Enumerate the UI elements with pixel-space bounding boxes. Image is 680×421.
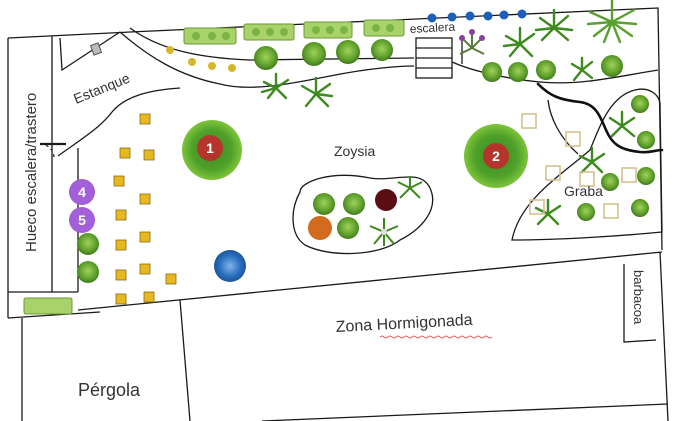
bottom-left-planter	[23, 297, 73, 315]
left-path-stones	[113, 113, 177, 305]
marker-5-label: 5	[78, 212, 86, 228]
gravel-edge-line	[536, 82, 664, 154]
spellcheck-underline	[379, 335, 493, 339]
marker-1: 1	[197, 135, 223, 161]
gravel-stepping-stones	[521, 113, 637, 219]
estanque-box	[89, 42, 103, 56]
left-border-shrubs	[77, 233, 99, 283]
top-planter-strip	[183, 19, 405, 45]
bed-curves	[57, 27, 663, 255]
spiky-plants	[260, 0, 638, 226]
marker-1-label: 1	[206, 140, 214, 156]
marker-2: 2	[483, 143, 509, 169]
top-bed-shrubs	[254, 39, 623, 82]
yellow-flower-row	[166, 46, 236, 72]
label-graba: Graba	[564, 183, 603, 199]
label-zona-hormigonada: Zona Hormigonada	[335, 312, 473, 336]
marker-1-disc	[197, 135, 223, 161]
label-escalera: escalera	[409, 20, 455, 36]
blue-hydrangea	[214, 250, 246, 282]
label-pergola: Pérgola	[78, 380, 141, 400]
marker-2-label: 2	[492, 148, 500, 164]
marker-4-disc	[69, 179, 95, 205]
marker-5: 5	[69, 207, 95, 233]
marker-2-disc	[483, 143, 509, 169]
plan-outline	[7, 7, 669, 421]
label-barbacoa: barbacoa	[631, 270, 646, 325]
label-estanque: Estanque	[71, 70, 132, 107]
purple-shrub	[459, 29, 485, 55]
blue-pot-row	[427, 9, 527, 23]
marker-5-disc	[69, 207, 95, 233]
label-hueco: Hueco escalera/trastero	[23, 93, 40, 252]
gravel-shrubs	[577, 95, 655, 221]
marker-4: 4	[69, 179, 95, 205]
island-plants	[308, 176, 423, 246]
label-zoysia: Zoysia	[334, 143, 375, 159]
marker-4-label: 4	[78, 184, 86, 200]
